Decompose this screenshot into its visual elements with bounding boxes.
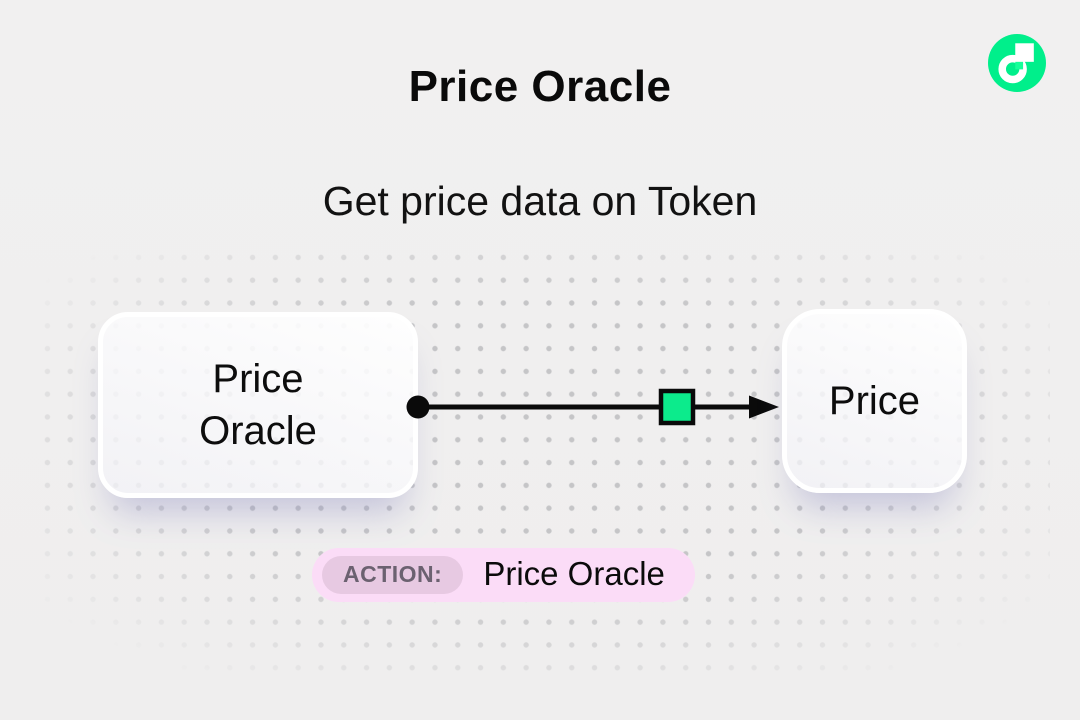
connector-marker-square <box>658 388 696 426</box>
node-price: Price <box>782 309 967 493</box>
flow-logo-square <box>1015 43 1034 62</box>
node-price-oracle-label: Price Oracle <box>199 357 317 453</box>
action-label-badge: ACTION: <box>322 556 464 594</box>
connector-arrowhead-icon <box>749 395 779 419</box>
connector-start-dot <box>406 395 430 419</box>
action-value-text: Price Oracle <box>483 555 665 592</box>
page-subtitle: Get price data on Token <box>322 178 758 224</box>
node-price-label: Price <box>828 378 921 423</box>
node-price-oracle: Price Oracle <box>98 312 418 498</box>
page-title: Price Oracle <box>408 62 672 111</box>
connector-arrow <box>406 388 779 426</box>
flow-logo-icon <box>988 34 1046 92</box>
flow-logo-accent-square <box>1015 61 1024 70</box>
action-pill: ACTION: Price Oracle <box>312 548 695 602</box>
flow-logo-ring <box>998 54 1027 84</box>
